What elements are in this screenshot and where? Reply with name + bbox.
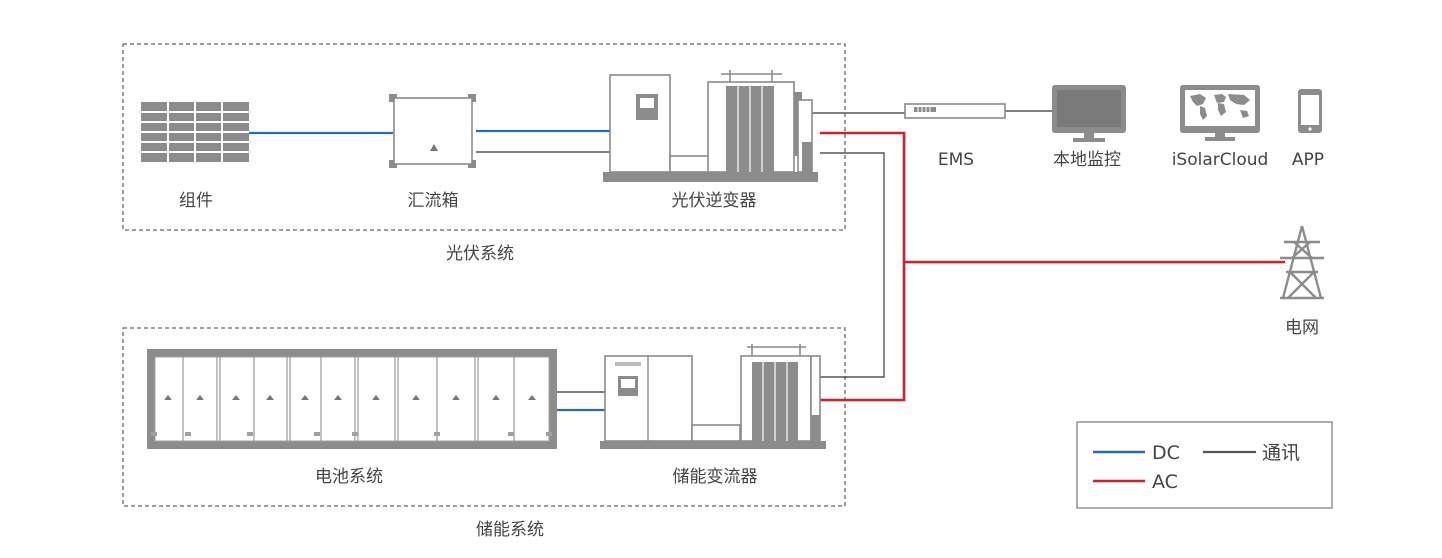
pv-system-label: 光伏系统 xyxy=(446,244,514,264)
legend-dc-label: DC xyxy=(1152,442,1180,464)
battery-system-icon xyxy=(147,349,557,449)
pcs-icon xyxy=(600,344,826,449)
legend-ac-label: AC xyxy=(1152,471,1178,493)
pv-module-label: 组件 xyxy=(179,191,213,211)
combiner-box-label: 汇流箱 xyxy=(408,191,459,211)
app-label: APP xyxy=(1292,150,1324,170)
pv-module-icon xyxy=(141,102,249,162)
pv-inverter-icon xyxy=(603,70,818,182)
ems-icon xyxy=(904,103,1006,119)
combiner-box-icon xyxy=(389,94,476,168)
ac-line-pv-storage xyxy=(820,131,906,402)
pcs-label: 储能变流器 xyxy=(673,467,758,487)
legend-box xyxy=(1076,421,1333,509)
grid-label: 电网 xyxy=(1285,318,1319,338)
legend-comm-label: 通讯 xyxy=(1262,442,1300,464)
battery-system-label: 电池系统 xyxy=(315,467,383,487)
power-tower-icon xyxy=(1280,225,1324,300)
storage-system-label: 储能系统 xyxy=(476,520,544,540)
cloud-monitor-icon xyxy=(1180,85,1260,141)
ems-label: EMS xyxy=(938,150,974,170)
monitor-icon xyxy=(1052,85,1126,142)
storage-system-box xyxy=(122,327,846,507)
comm-line-pv-storage xyxy=(820,152,885,378)
local-monitor-label: 本地监控 xyxy=(1053,150,1121,170)
isolarcloud-label: iSolarCloud xyxy=(1172,150,1269,170)
connection-lines xyxy=(248,110,1285,412)
pv-inverter-label: 光伏逆变器 xyxy=(672,191,757,211)
pv-system-box xyxy=(122,43,846,231)
legend: DC 通讯 AC xyxy=(1076,421,1333,509)
phone-icon xyxy=(1298,89,1322,133)
